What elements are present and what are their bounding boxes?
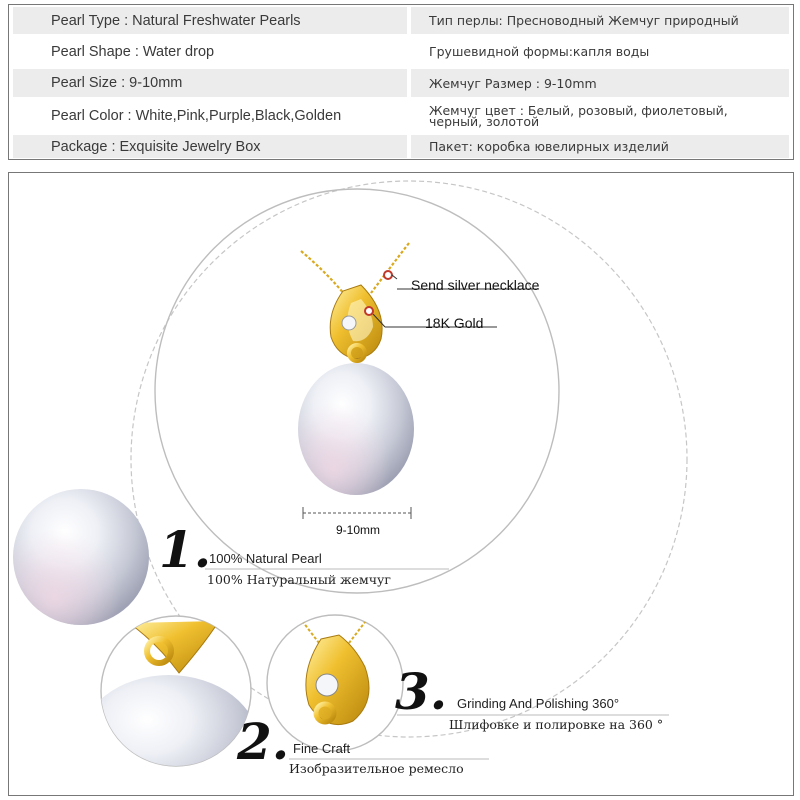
outer-ring	[130, 180, 688, 738]
feature-2-en: Fine Craft	[293, 741, 351, 756]
spec-row: Pearl Shape : Water drop Грушевидной фор…	[9, 36, 793, 67]
spec-ru: Тип перлы: Пресноводный Жемчуг природный	[411, 7, 789, 34]
gold-bail	[329, 284, 383, 363]
spec-table: Pearl Type : Natural Freshwater Pearls Т…	[8, 4, 794, 160]
callout-bail: 18K Gold	[425, 315, 484, 331]
product-panel: Send silver necklace 18K Gold 9-10mm 1. …	[8, 172, 794, 796]
spec-ru: Пакет: коробка ювелирных изделий	[411, 135, 789, 158]
spec-en: Pearl Shape : Water drop	[51, 43, 215, 60]
spec-ru: Жемчуг цвет : Белый, розовый, фиолетовый…	[429, 103, 728, 129]
spec-ru: Жемчуг Размер : 9-10mm	[411, 69, 789, 97]
chain	[300, 242, 410, 296]
spec-row: Package : Exquisite Jewelry Box Пакет: к…	[9, 133, 793, 160]
spec-en: Pearl Color : White,Pink,Purple,Black,Go…	[51, 108, 342, 124]
feature-number-2: 2.	[237, 712, 290, 771]
spec-row: Pearl Size : 9-10mm Жемчуг Размер : 9-10…	[9, 67, 793, 99]
feature-number-1: 1.	[159, 520, 212, 579]
feature-1-en: 100% Natural Pearl	[209, 551, 322, 566]
feature-3-ru: Шлифовке и полировке на 360 °	[449, 717, 664, 732]
spec-row: Pearl Type : Natural Freshwater Pearls Т…	[9, 5, 793, 36]
size-label: 9-10mm	[336, 523, 381, 537]
feature-number-3: 3.	[395, 662, 448, 721]
spec-ru: Грушевидной формы:капля воды	[429, 44, 650, 59]
feature-2-ru: Изобразительное ремесло	[289, 761, 464, 776]
product-illustration	[13, 180, 688, 767]
inner-ring	[154, 188, 560, 594]
spec-en: Pearl Type : Natural Freshwater Pearls	[13, 7, 407, 34]
feature-1-ru: 100% Натуральный жемчуг	[207, 572, 391, 587]
spec-row: Pearl Color : White,Pink,Purple,Black,Go…	[9, 99, 793, 133]
spec-en: Package : Exquisite Jewelry Box	[13, 135, 407, 158]
feature-3-en: Grinding And Polishing 360°	[457, 696, 620, 711]
spec-en: Pearl Size : 9-10mm	[13, 69, 407, 97]
callout-chain: Send silver necklace	[411, 277, 540, 293]
